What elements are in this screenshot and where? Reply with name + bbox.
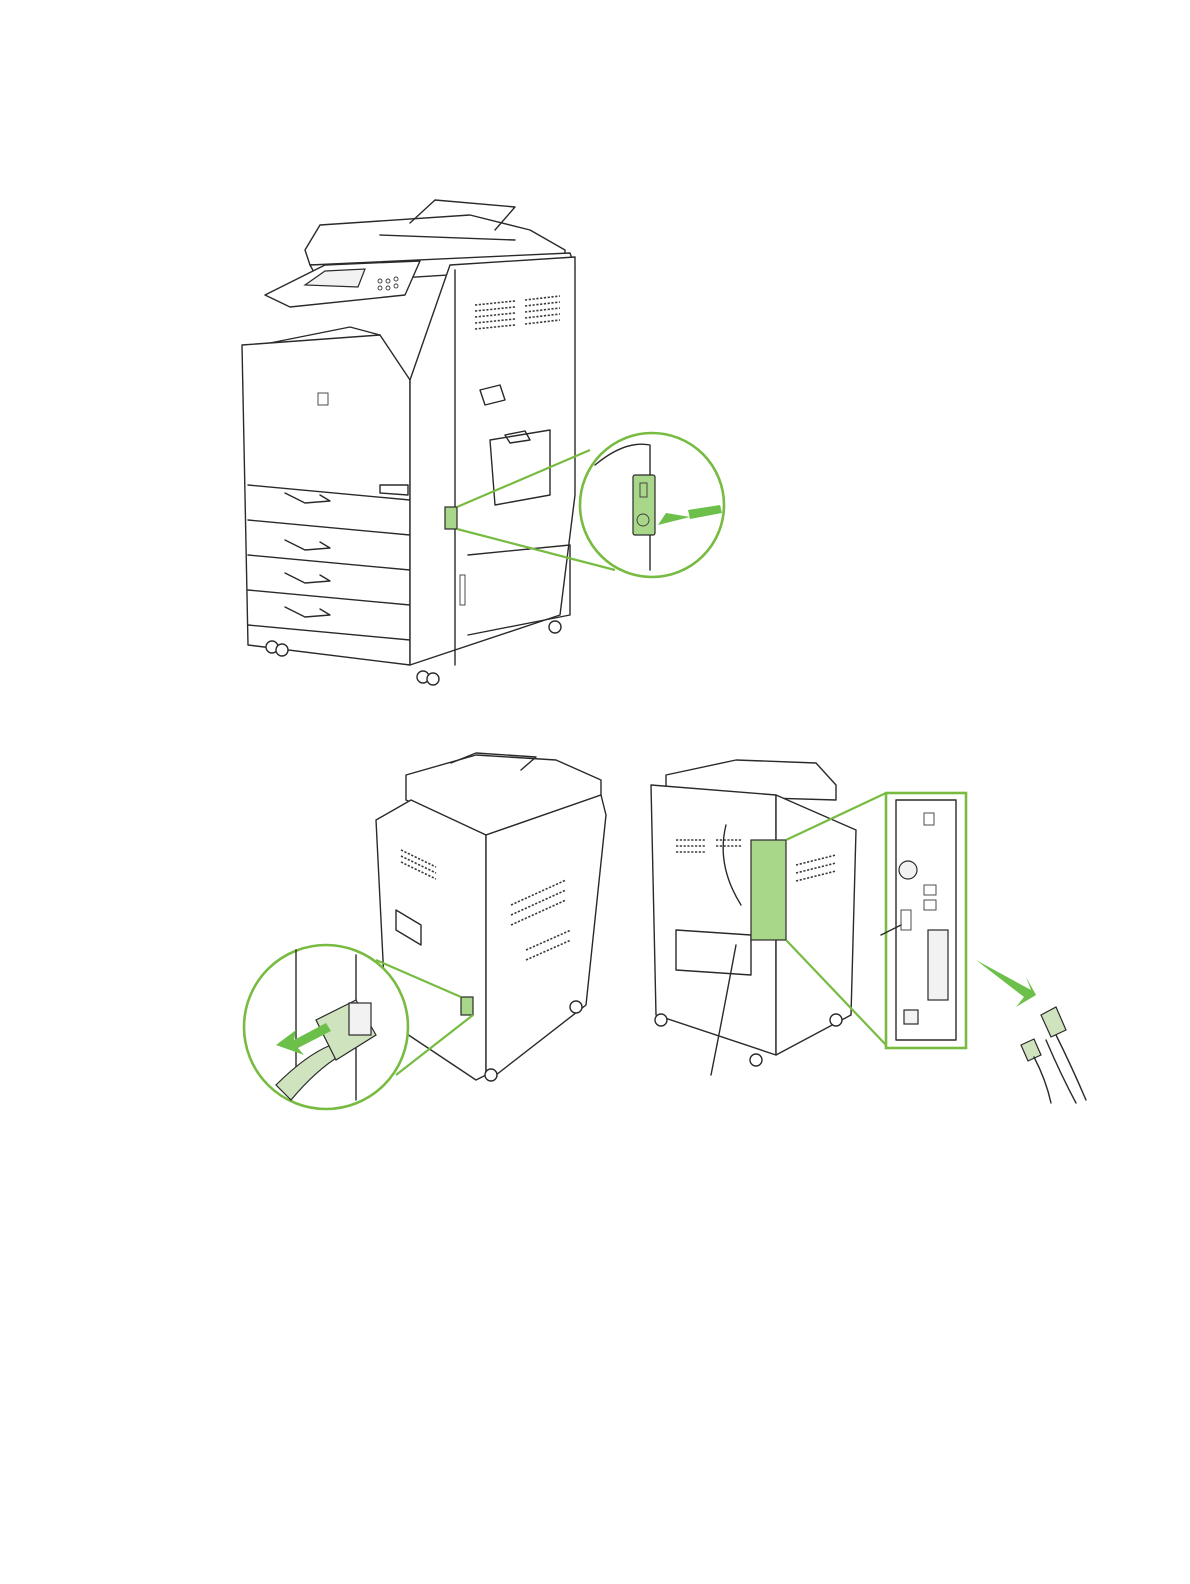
printer-front-svg [230,195,740,695]
power-cord-zoom [244,945,408,1109]
printer-rear-view [651,760,856,1075]
printer-side-view [376,753,606,1081]
power-socket-small [461,997,473,1015]
pull-arrow-icon [976,960,1036,1007]
power-switch-small [445,507,457,529]
printer-cables-illustration [236,745,1106,1115]
power-switch-zoom [580,433,724,577]
printer-body-side [410,257,575,665]
control-panel [265,261,420,307]
printer-body-front [242,335,410,665]
formatter-zoom [881,793,966,1048]
printer-front-illustration [230,195,740,695]
network-cable-icon [976,960,1086,1103]
printer-cables-svg [236,745,1106,1115]
formatter-small [751,840,786,940]
